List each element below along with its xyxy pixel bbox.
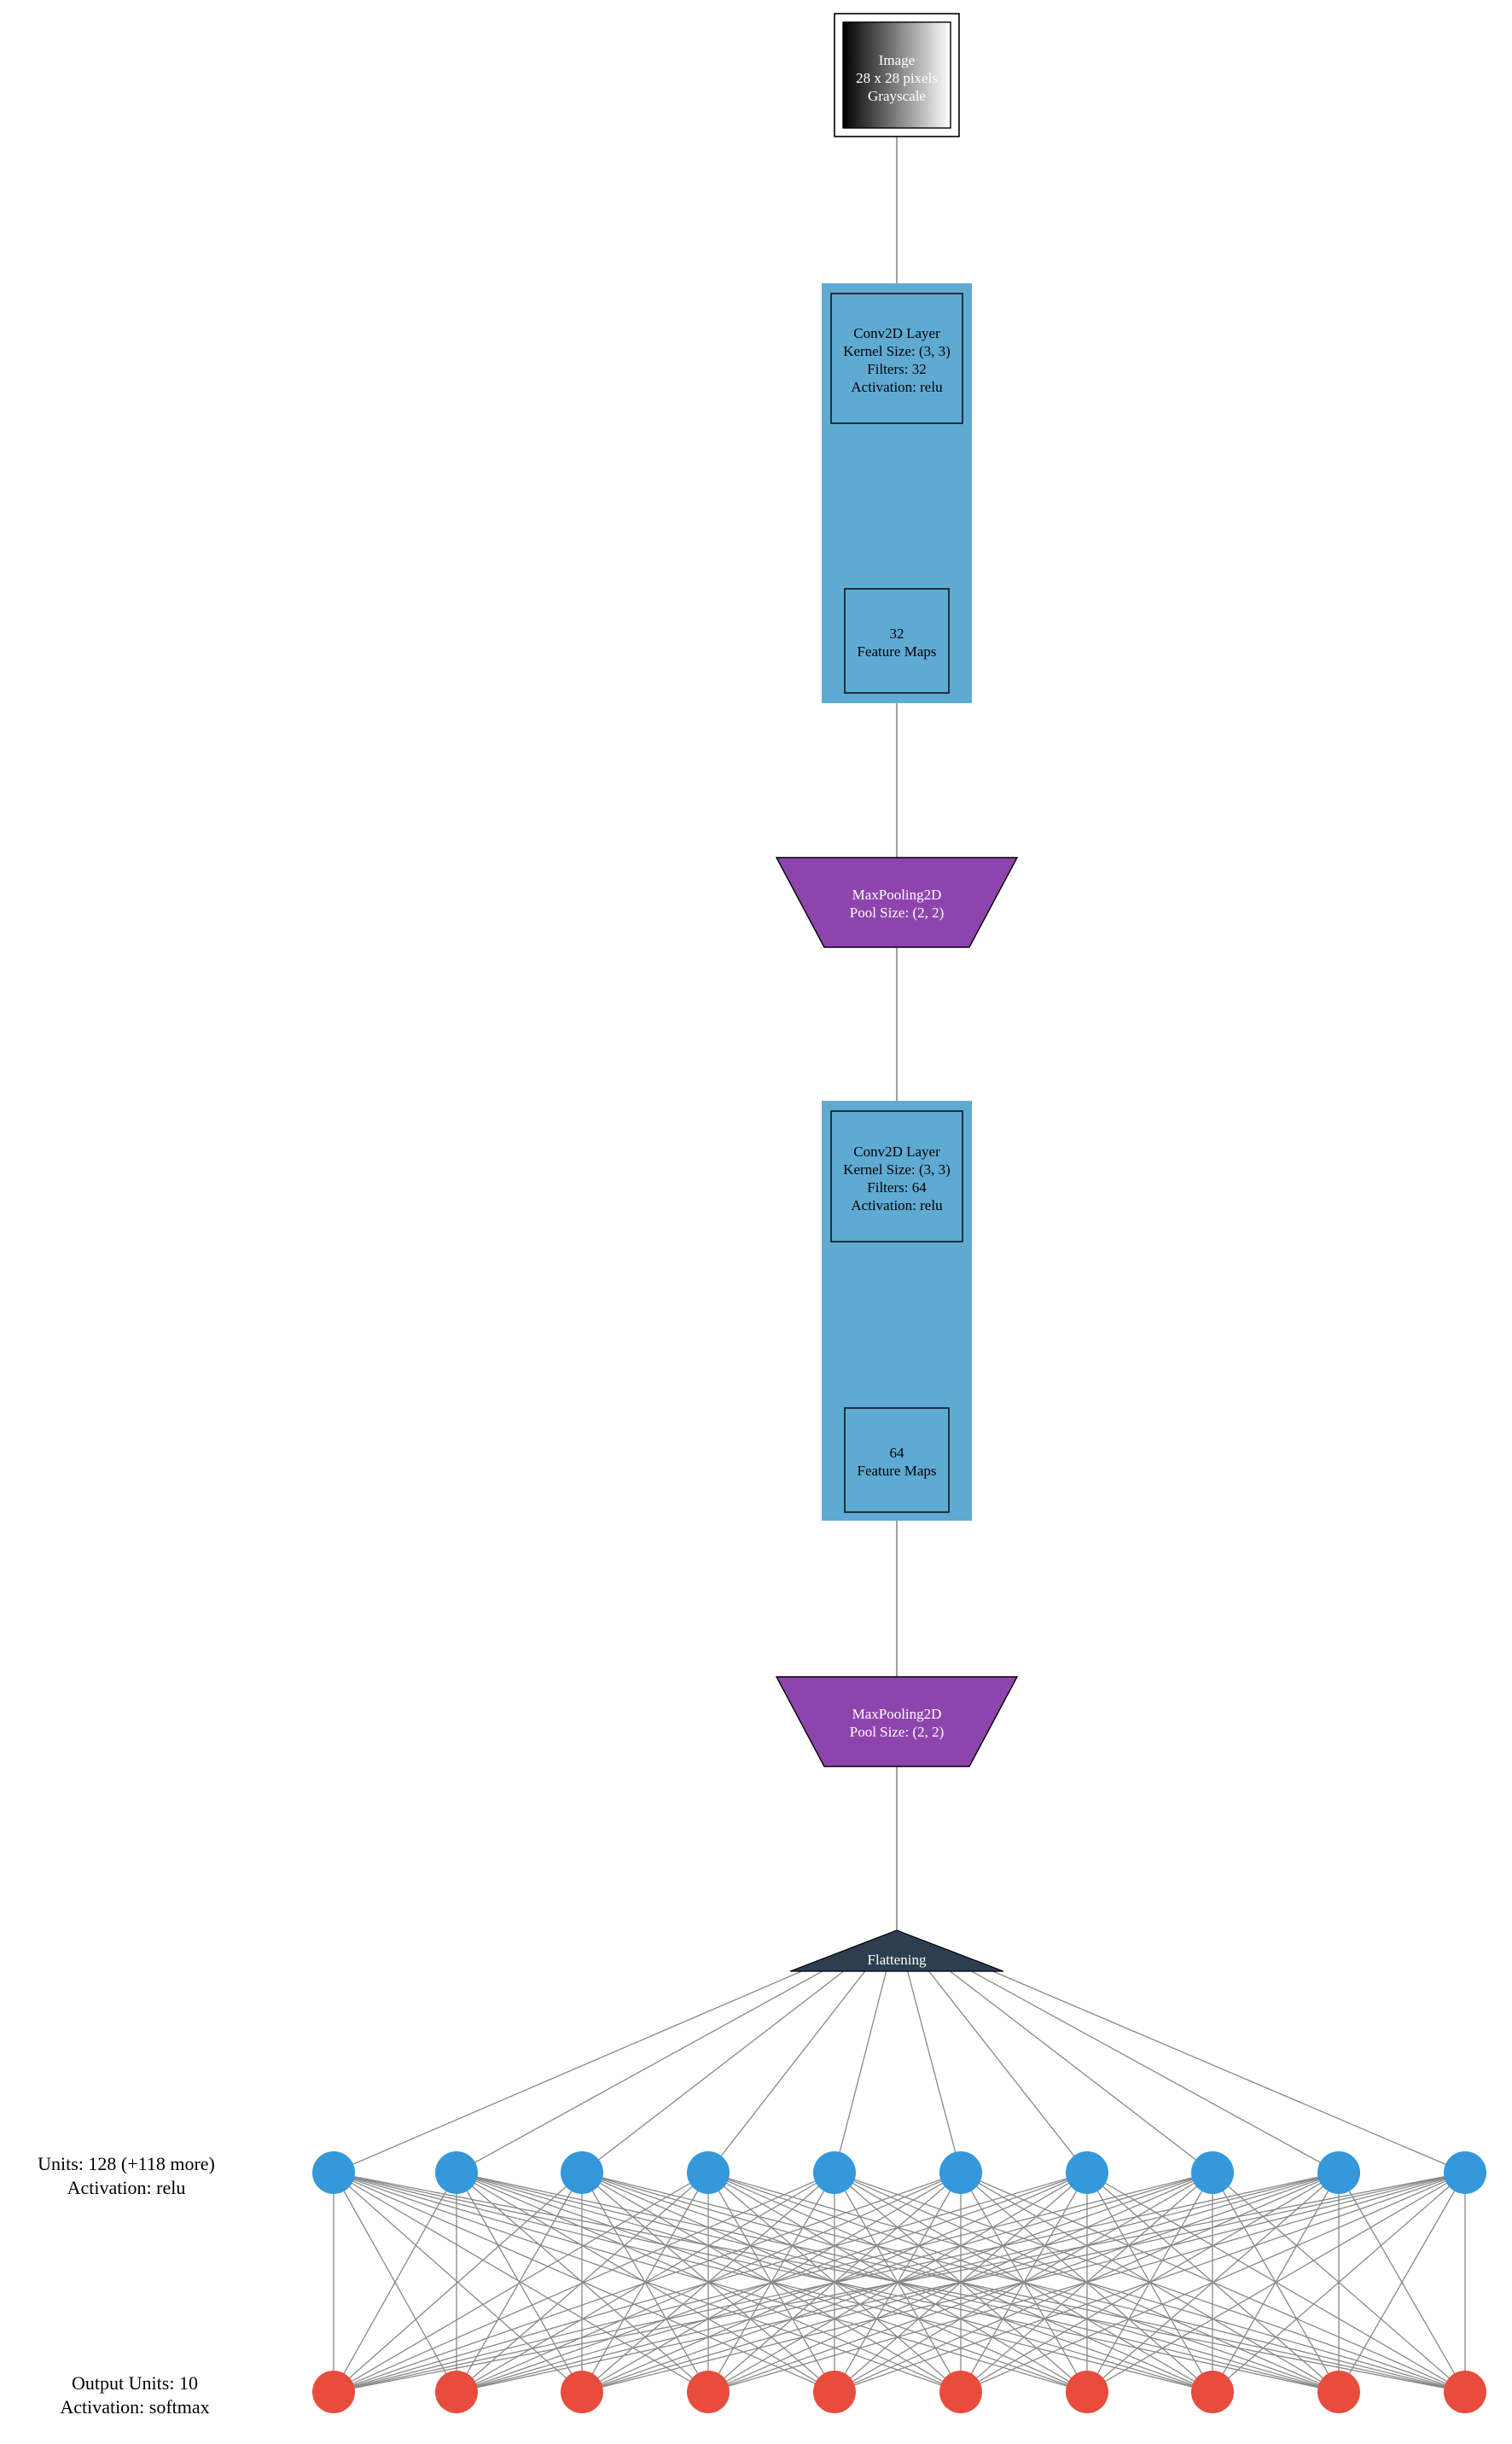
flattening-label: Flattening [868,1952,927,1968]
conv-layer-1-box [830,293,963,424]
edge-dense-output [834,2172,1466,2393]
flattening-node: Flattening [789,1929,1004,1972]
edge-dense-output [333,2172,583,2393]
maxpool-1-trapezoid [775,857,1019,948]
dense-node [435,2151,478,2194]
output-activation-text: Activation: softmax [60,2396,210,2418]
conv2d-block-1: Conv2D Layer Kernel Size: (3, 3) Filters… [822,283,972,703]
edge-dense-output [581,2172,1466,2393]
dense-node [1066,2151,1108,2194]
input-image-node: Image 28 x 28 pixels Grayscale [834,13,960,137]
maxpool-2-trapezoid [775,1676,1019,1767]
maxpooling-node-2: MaxPooling2D Pool Size: (2, 2) [775,1676,1019,1767]
conv2d-block-2: Conv2D Layer Kernel Size: (3, 3) Filters… [822,1101,972,1521]
edge-dense-output [333,2172,1213,2393]
dense-node [1317,2151,1360,2194]
edge-dense-output [1212,2172,1466,2393]
conv1-label-4: Activation: relu [851,379,943,395]
maxpool-2-label-1: MaxPooling2D [852,1706,942,1722]
dense-layer-nodes [312,2151,1486,2194]
feature-maps-1-box [844,588,950,694]
edge-dense-output [456,2172,709,2393]
edge-dense-output [456,2172,1466,2393]
conv2-label-1: Conv2D Layer [853,1143,940,1160]
dense-node [312,2151,355,2194]
feature-maps-1-label: Feature Maps [857,643,936,660]
feature-maps-2-label: Feature Maps [857,1463,936,1479]
output-node [561,2371,603,2413]
edge-dense-output [333,2172,709,2393]
input-label-1: Image [879,52,915,68]
maxpool-1-label-1: MaxPooling2D [852,887,942,903]
connection-edges [333,1929,1466,2393]
output-node [813,2371,856,2413]
dense-node [813,2151,856,2194]
conv2-label-2: Kernel Size: (3, 3) [843,1161,951,1178]
dense-node [1191,2151,1234,2194]
output-layer-label: Output Units: 10 Activation: softmax [24,2371,246,2419]
output-node [939,2371,982,2413]
output-node [1317,2371,1360,2413]
conv2-label-3: Filters: 64 [867,1179,927,1196]
input-label-3: Grayscale [868,88,926,104]
edge-dense-output [333,2172,835,2393]
dense-activation-text: Activation: relu [67,2177,186,2198]
edge-dense-output [456,2172,583,2393]
conv1-label-2: Kernel Size: (3, 3) [843,343,951,359]
maxpool-2-label-2: Pool Size: (2, 2) [850,1724,945,1740]
conv-layer-2-box [830,1110,963,1242]
edge-dense-output [333,2172,1466,2393]
maxpooling-node-1: MaxPooling2D Pool Size: (2, 2) [775,857,1019,948]
dense-node [1444,2151,1486,2194]
output-layer-nodes [312,2371,1486,2413]
output-node [687,2371,730,2413]
feature-maps-2-count: 64 [890,1445,905,1461]
output-node [435,2371,478,2413]
conv1-label-3: Filters: 32 [867,361,926,377]
feature-maps-1-count: 32 [890,626,904,642]
maxpool-1-label-2: Pool Size: (2, 2) [850,905,945,921]
flattening-triangle [789,1929,1004,1972]
dense-layer-label: Units: 128 (+118 more) Activation: relu [15,2152,237,2200]
output-units-text: Output Units: 10 [72,2372,198,2394]
input-label-2: 28 x 28 pixels [856,70,938,86]
output-node [1066,2371,1108,2413]
edge-dense-output [1338,2172,1466,2393]
conv1-label-1: Conv2D Layer [853,325,940,341]
edge-dense-output [1086,2172,1466,2393]
feature-maps-2-box [844,1407,950,1513]
edge-dense-output [960,2172,1466,2393]
output-node [312,2371,355,2413]
conv2-label-4: Activation: relu [851,1197,943,1213]
edge-dense-output [707,2172,1466,2393]
dense-node [939,2151,982,2194]
input-image-gradient [842,21,951,129]
output-node [1444,2371,1486,2413]
dense-node [687,2151,730,2194]
dense-units-text: Units: 128 (+118 more) [38,2153,215,2174]
output-node [1191,2371,1234,2413]
edge-dense-output [333,2172,962,2393]
edge-dense-output [333,2172,1088,2393]
edge-dense-output [333,2172,1340,2393]
edge-dense-output [333,2172,457,2393]
dense-node [561,2151,603,2194]
